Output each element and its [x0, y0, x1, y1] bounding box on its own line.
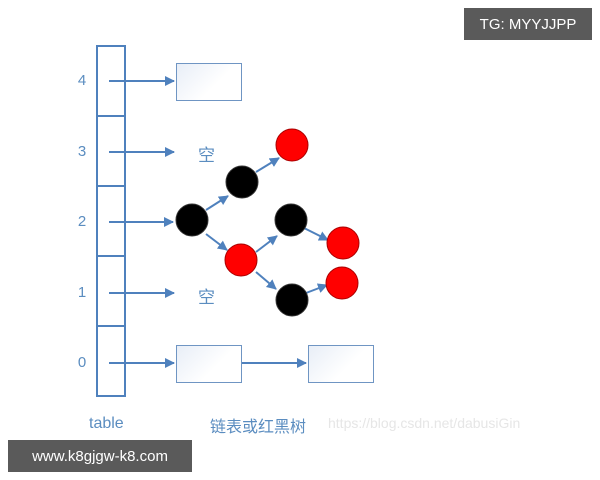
index-label-0: 0: [77, 354, 87, 371]
index-label-1: 1: [77, 284, 87, 301]
empty-label-bucket-3: 空: [198, 146, 215, 166]
arrows: [109, 76, 329, 368]
tree-node-black: [275, 283, 309, 317]
source-watermark: https://blog.csdn.net/dabusiGin: [328, 415, 521, 431]
table-cell-0: [96, 325, 126, 397]
index-label-2: 2: [77, 213, 87, 230]
empty-label-bucket-1: 空: [198, 288, 215, 308]
website-badge-text: www.k8gjgw-k8.com: [32, 447, 168, 465]
tree-node-red: [326, 226, 360, 260]
table-label: table: [89, 415, 124, 432]
tree-node-red: [275, 128, 309, 162]
website-badge: www.k8gjgw-k8.com: [8, 440, 192, 472]
list-node-bucket-4: [176, 63, 242, 101]
diagram-caption: 链表或红黑树: [210, 417, 307, 436]
index-label-3: 3: [77, 143, 87, 160]
tree-node-black: [225, 165, 259, 199]
tree-node-red: [325, 266, 359, 300]
rb-tree: [175, 128, 360, 317]
index-label-4: 4: [77, 72, 87, 89]
list-node-bucket-0-first: [176, 345, 242, 383]
tree-node-black: [274, 203, 308, 237]
list-node-bucket-0-second: [308, 345, 374, 383]
tree-node-black-root: [175, 203, 209, 237]
tree-node-red: [224, 243, 258, 277]
telegram-badge-text: TG: MYYJJPP: [479, 15, 577, 33]
telegram-badge: TG: MYYJJPP: [464, 8, 592, 40]
